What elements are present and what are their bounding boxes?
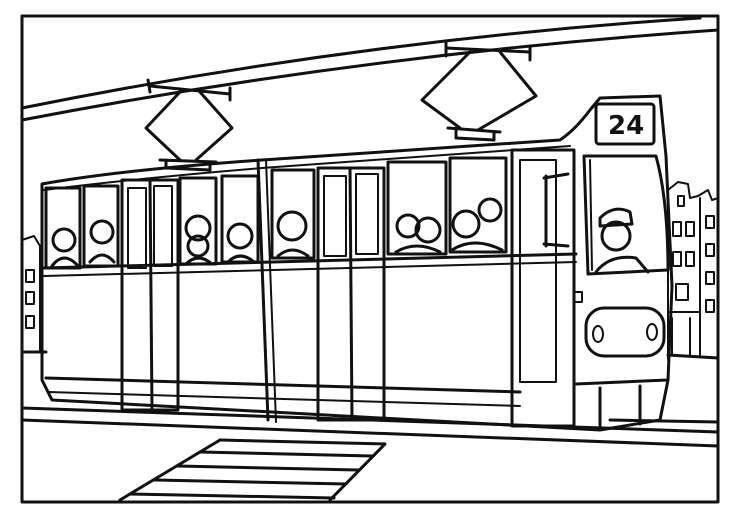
pantograph-icon	[144, 78, 234, 172]
windows-rear-car	[44, 174, 260, 270]
page-frame	[20, 14, 720, 504]
door-front-car	[316, 166, 386, 422]
overhead-wires	[20, 16, 720, 122]
windows-front-car	[270, 156, 508, 260]
tram-illustration	[40, 94, 674, 432]
pantograph-icon	[420, 40, 538, 142]
driver-figure	[594, 207, 650, 274]
crosswalk	[118, 438, 387, 502]
headlight-panel	[573, 291, 670, 428]
building-left	[21, 235, 41, 351]
route-sign: 24	[594, 102, 656, 146]
building-right	[667, 181, 719, 361]
door-rear-car	[120, 178, 180, 412]
driver-door	[510, 148, 576, 428]
route-number: 24	[608, 111, 644, 141]
passenger-figure	[50, 197, 504, 268]
street	[20, 350, 720, 448]
cab-windshield	[582, 154, 670, 276]
